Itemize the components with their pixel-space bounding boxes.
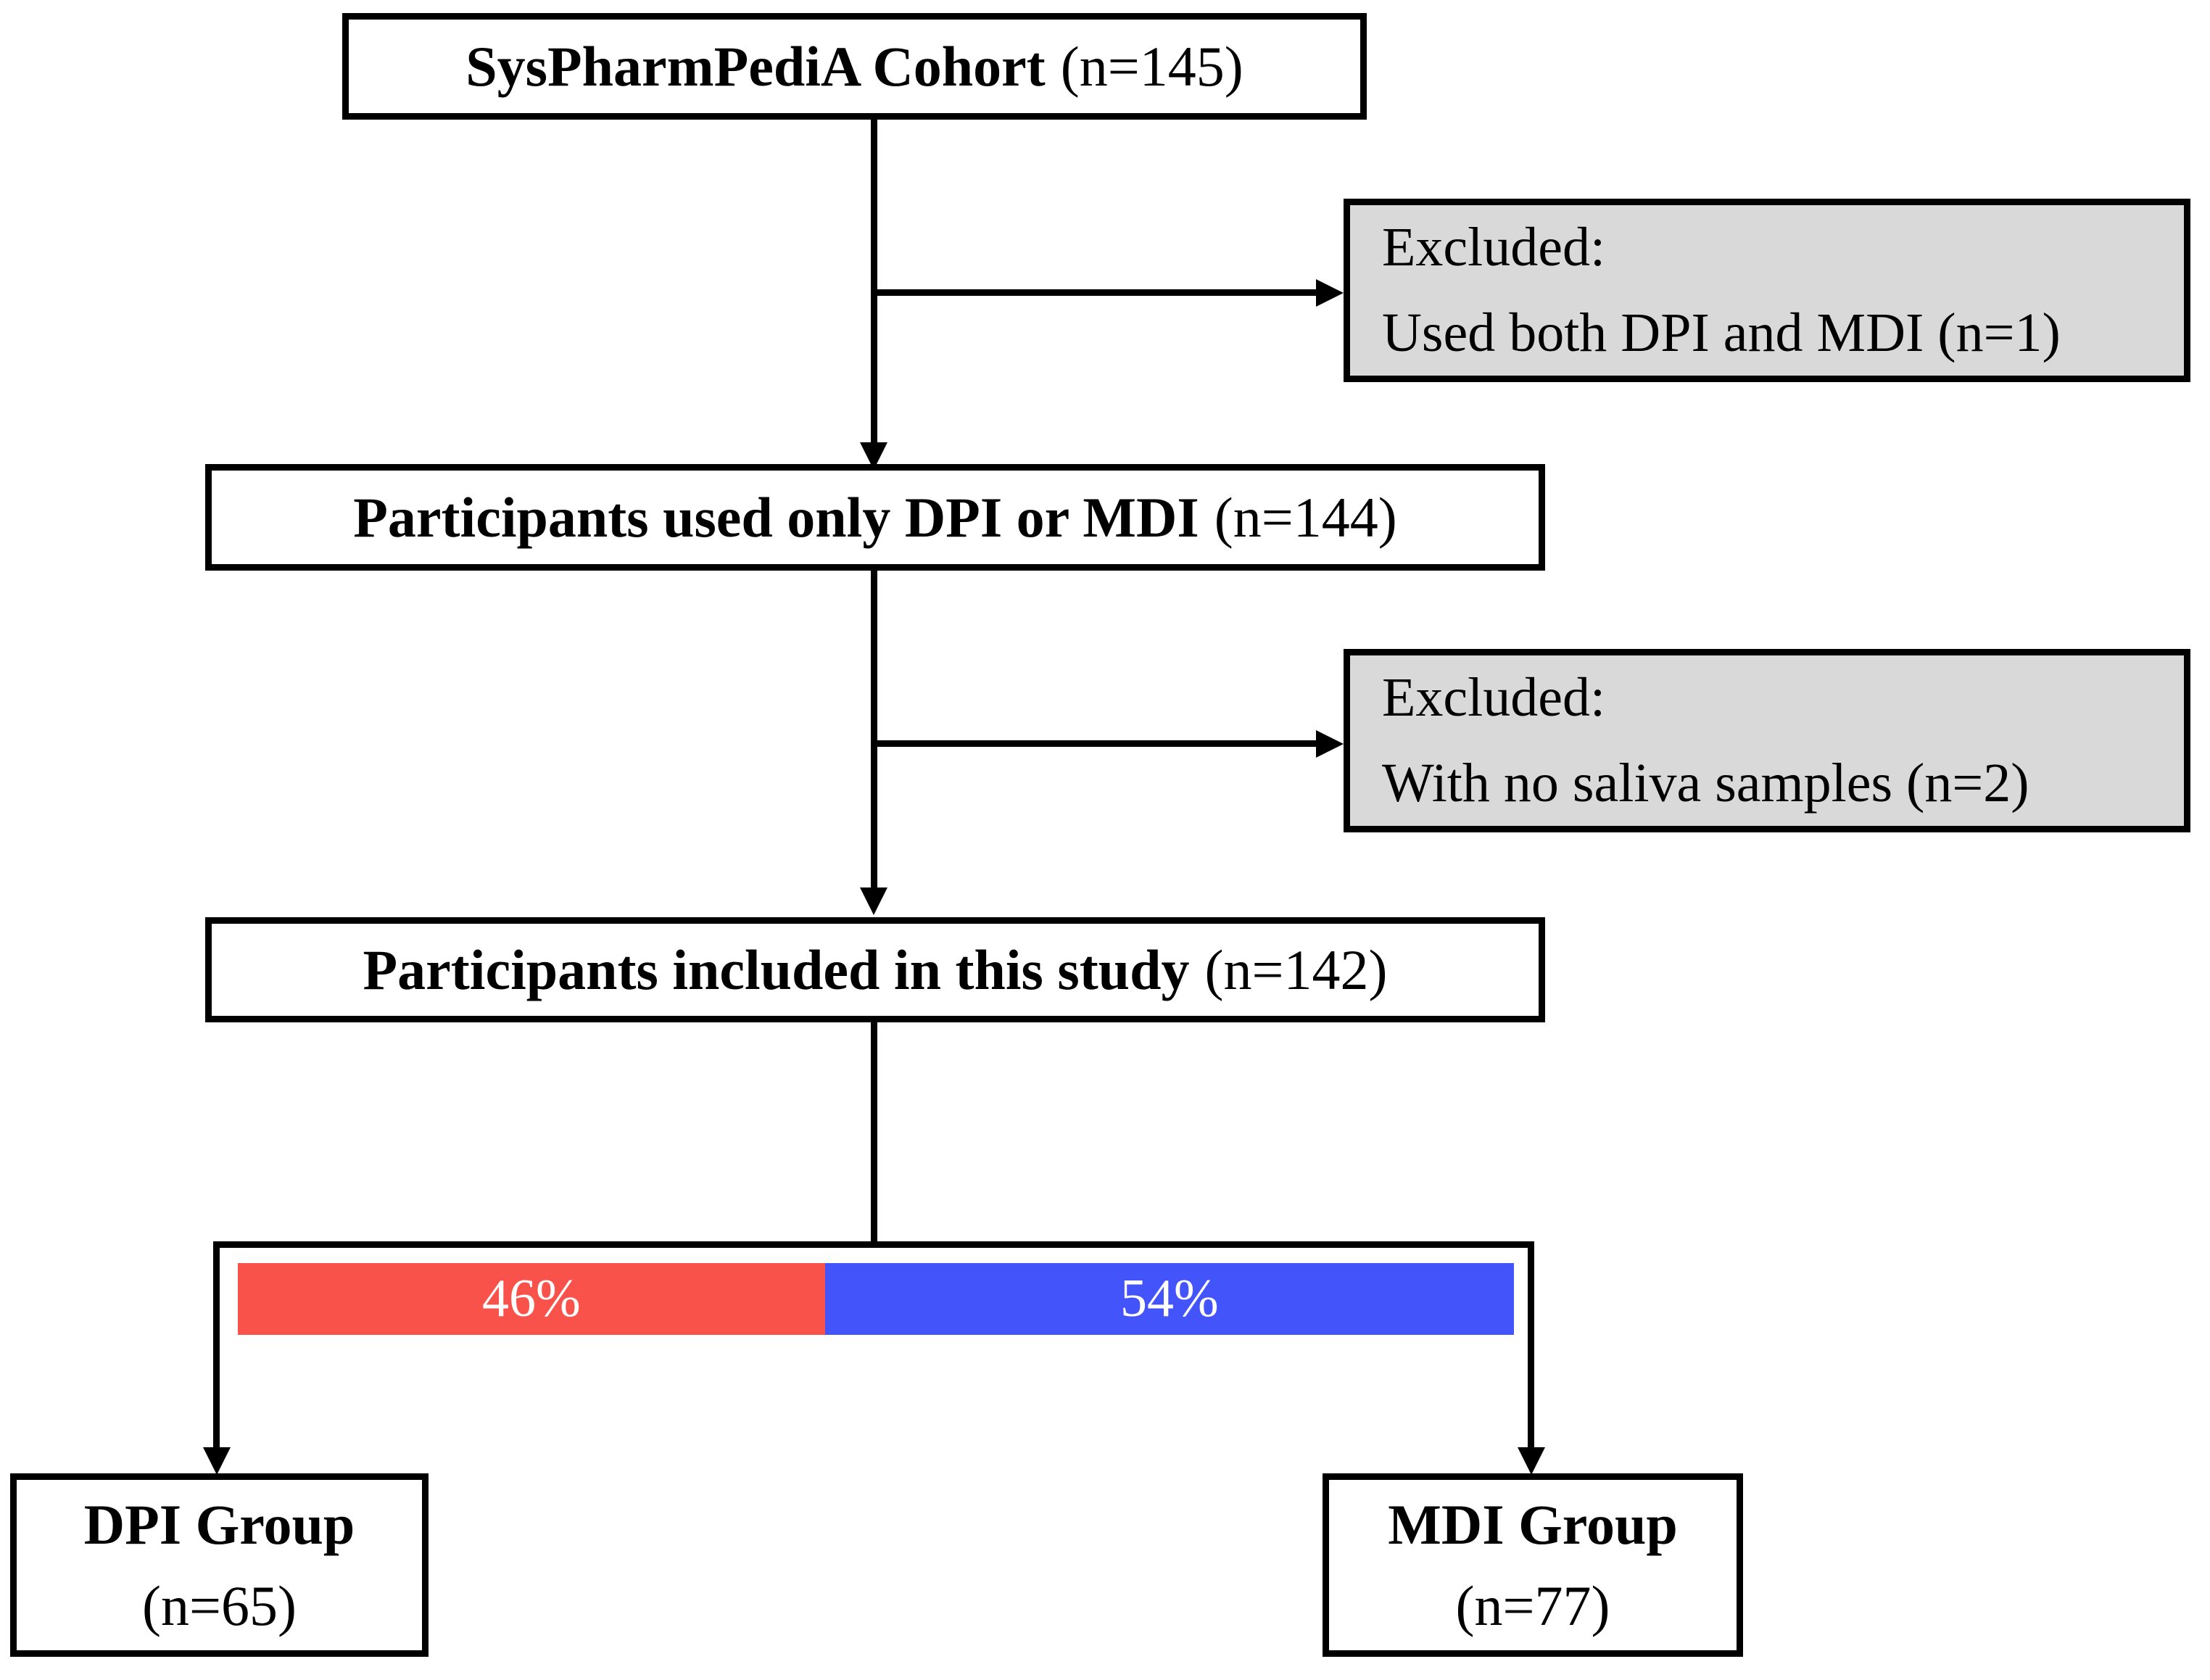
node-used-only-title: Participants used only DPI or MDI <box>353 485 1199 549</box>
node-included-count: (n=142) <box>1204 938 1388 1001</box>
node-excluded-saliva: Excluded: With no saliva samples (n=2) <box>1344 649 2190 832</box>
mdi-group-title: MDI Group <box>1388 1492 1678 1556</box>
node-dpi-group: DPI Group (n=65) <box>10 1473 429 1657</box>
bar-segment-mdi: 54% <box>824 1263 1514 1335</box>
node-used-only: Participants used only DPI or MDI(n=144) <box>205 464 1545 571</box>
node-used-only-count: (n=144) <box>1214 485 1397 549</box>
node-included-title: Participants included in this study <box>363 938 1190 1001</box>
node-cohort-count: (n=145) <box>1060 34 1243 98</box>
excluded-both-heading: Excluded: <box>1382 216 1606 278</box>
connector-split-horizontal <box>213 1241 1534 1248</box>
arrowhead-into-excluded-saliva <box>1316 730 1344 758</box>
excluded-both-reason: Used both DPI and MDI (n=1) <box>1382 302 2061 363</box>
node-cohort-title: SysPharmPediA Cohort <box>465 34 1046 98</box>
bar-segment-dpi-label: 46% <box>481 1269 581 1328</box>
connector-branch-excluded-both <box>871 289 1317 296</box>
arrowhead-into-mdi-group <box>1518 1447 1545 1475</box>
node-included: Participants included in this study(n=14… <box>205 917 1545 1022</box>
node-cohort: SysPharmPediA Cohort(n=145) <box>342 13 1367 120</box>
mdi-group-count: (n=77) <box>1455 1573 1610 1637</box>
arrowhead-into-included <box>860 887 887 915</box>
bar-segment-mdi-label: 54% <box>1120 1269 1219 1328</box>
connector-split-right-down <box>1528 1241 1534 1449</box>
connector-cohort-down <box>871 118 877 446</box>
dpi-group-title: DPI Group <box>83 1492 355 1556</box>
node-mdi-group: MDI Group (n=77) <box>1323 1473 1743 1657</box>
connector-branch-excluded-saliva <box>871 740 1317 747</box>
arrowhead-into-dpi-group <box>203 1447 231 1475</box>
arrowhead-into-excluded-both <box>1316 279 1344 307</box>
percentage-split-bar: 46% 54% <box>238 1263 1514 1335</box>
dpi-group-count: (n=65) <box>142 1573 297 1637</box>
connector-included-down <box>871 1021 877 1248</box>
excluded-saliva-reason: With no saliva samples (n=2) <box>1382 752 2029 814</box>
excluded-saliva-heading: Excluded: <box>1382 666 1606 728</box>
node-excluded-both: Excluded: Used both DPI and MDI (n=1) <box>1344 199 2190 382</box>
bar-segment-dpi: 46% <box>238 1263 825 1335</box>
connector-split-left-down <box>213 1241 220 1449</box>
connector-used-only-down <box>871 569 877 889</box>
